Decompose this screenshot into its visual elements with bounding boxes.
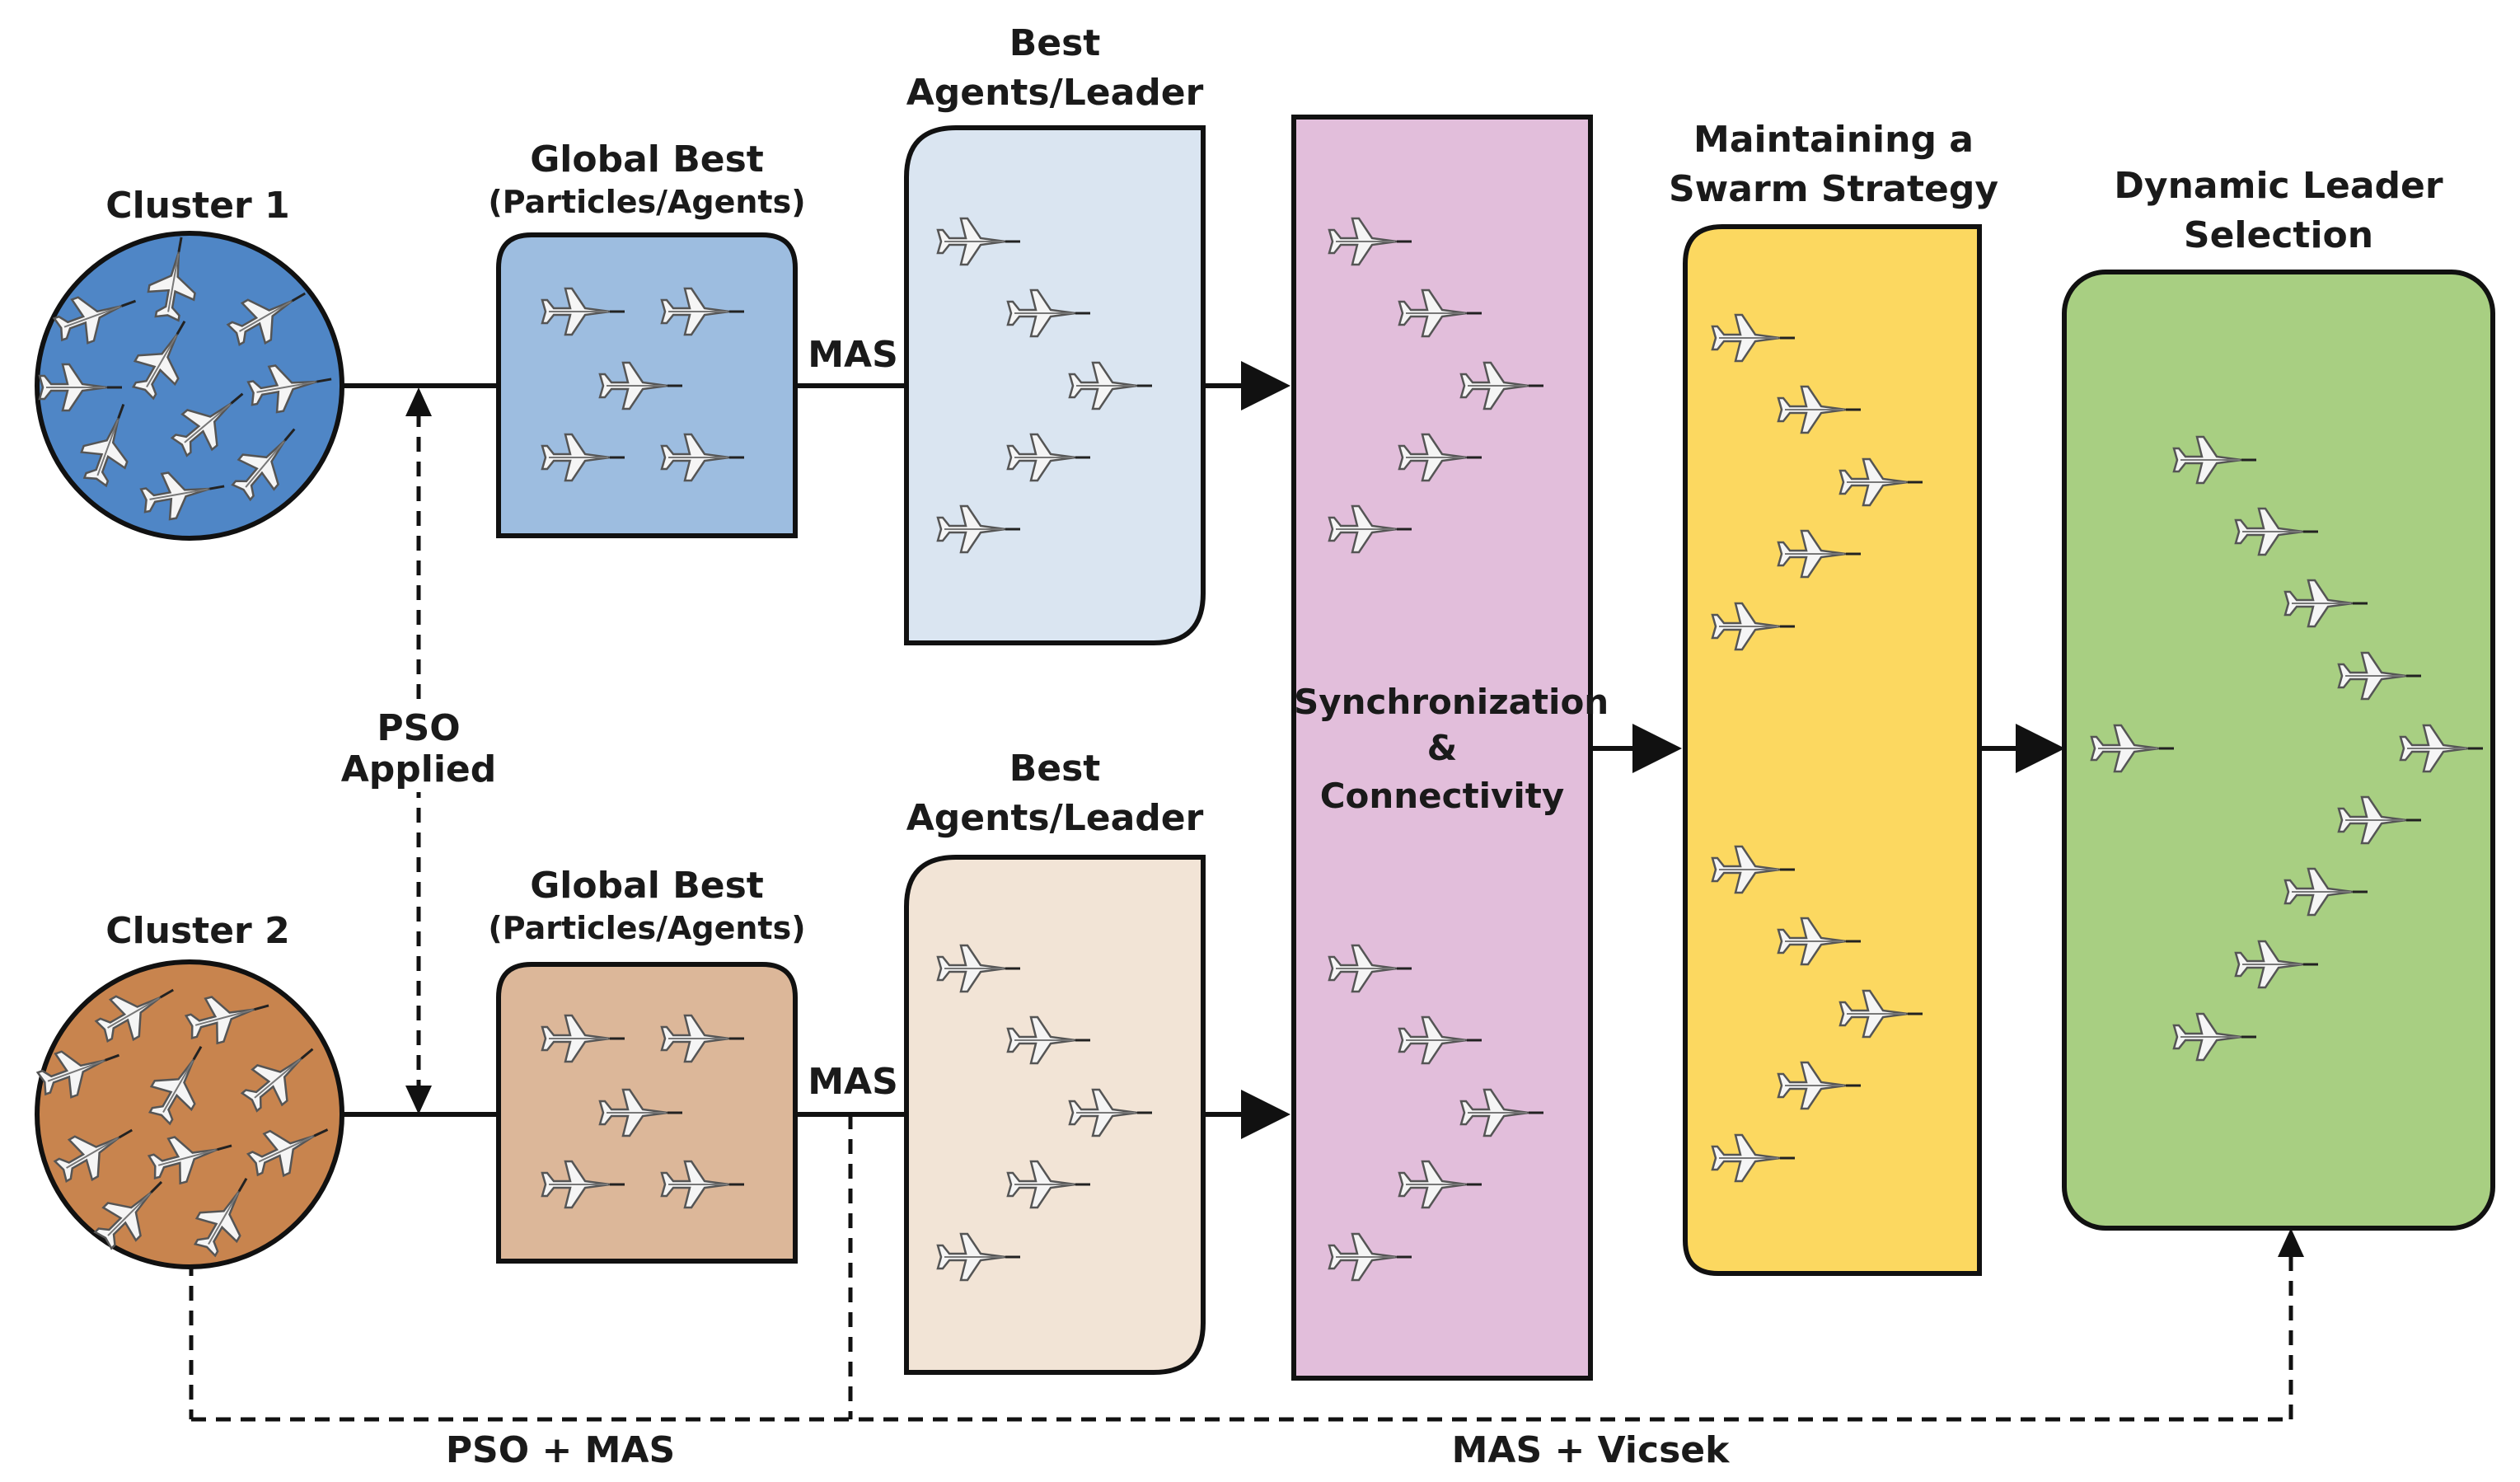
global-best-2-title: Global Best xyxy=(530,865,764,907)
global-best-box-1 xyxy=(496,232,798,538)
dynamic-leader-title-line1: Dynamic Leader xyxy=(2114,165,2443,207)
mas-vicsek-label: MAS + Vicsek xyxy=(1451,1429,1730,1471)
global-best-1-title: Global Best xyxy=(530,138,764,181)
best-agents-1-title-line2: Agents/Leader xyxy=(906,72,1204,114)
dashed-arrowheads xyxy=(405,387,2304,1257)
global-best-1-subtitle: (Particles/Agents) xyxy=(488,184,806,220)
cluster-2-label: Cluster 2 xyxy=(105,910,290,952)
sync-label-line1: Synchronization xyxy=(1294,682,1609,722)
dynamic-leader-title-line2: Selection xyxy=(2183,214,2374,256)
swarm-strategy-title-line1: Maintaining a xyxy=(1693,119,1974,161)
best-agents-2-title-line1: Best xyxy=(1009,748,1101,790)
pso-applied-line2: Applied xyxy=(328,747,509,792)
best-agents-2-title-line2: Agents/Leader xyxy=(906,797,1204,839)
sync-box xyxy=(1291,115,1593,1381)
mas-label-2: MAS xyxy=(808,1061,898,1103)
swarm-strategy-title-line2: Swarm Strategy xyxy=(1668,168,1999,210)
swarm-strategy-box xyxy=(1683,224,1982,1276)
sync-label-line3: Connectivity xyxy=(1319,776,1565,816)
sync-label-line2: & xyxy=(1426,728,1458,768)
best-agents-1-title-line1: Best xyxy=(1009,22,1101,64)
global-best-box-2 xyxy=(496,962,798,1264)
best-agents-box-1 xyxy=(904,125,1206,645)
mas-label-1: MAS xyxy=(808,334,898,376)
best-agents-box-2 xyxy=(904,855,1206,1375)
cluster-1-label: Cluster 1 xyxy=(105,185,290,227)
pso-mas-label: PSO + MAS xyxy=(445,1429,676,1471)
dashed-connectors xyxy=(189,412,2293,1422)
dynamic-leader-box xyxy=(2062,270,2495,1231)
cluster-2 xyxy=(32,959,344,1269)
global-best-2-subtitle: (Particles/Agents) xyxy=(488,910,806,946)
pso-applied-line1: PSO xyxy=(328,706,509,751)
cluster-1 xyxy=(35,231,344,541)
